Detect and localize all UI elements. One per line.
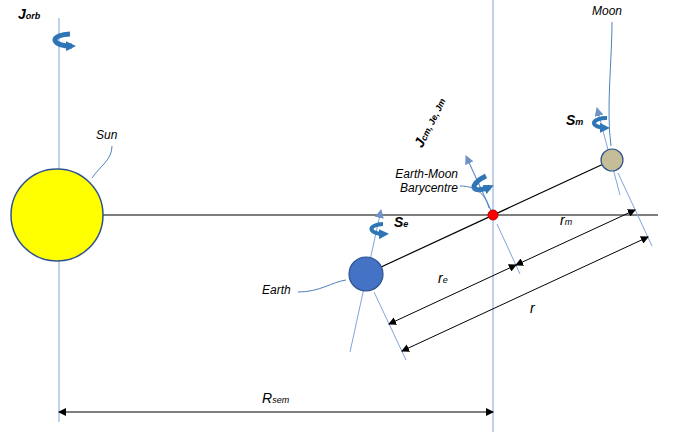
body-label: Sun (96, 128, 117, 142)
orbit-line (100, 214, 658, 215)
rotation-arrow (371, 224, 385, 234)
dimension-line (402, 237, 648, 351)
dimension-label: Rsem (262, 390, 289, 407)
leader-line (609, 22, 612, 146)
body-label: Earth (262, 283, 291, 297)
leader-line (460, 186, 489, 208)
point-label: Earth-Moon Barycentre (386, 167, 458, 196)
leader-line (92, 146, 112, 178)
momentum-symbol: Jcm, Je, Jm (411, 94, 450, 150)
earth-moon-line (366, 160, 612, 274)
spin-symbol: Se (394, 214, 408, 231)
leader-line (298, 280, 346, 292)
spin-symbol: Sm (566, 112, 583, 129)
momentum-symbol: Jorb (18, 6, 40, 23)
extension-line (618, 173, 652, 246)
barycentre (488, 210, 498, 220)
dimension-line (389, 265, 516, 324)
rotation-arrow (594, 118, 607, 128)
body-label: Moon (592, 4, 622, 18)
extension-line (374, 292, 406, 360)
dimension-label: re (438, 270, 448, 287)
rotation-arrow (474, 176, 490, 190)
dimension-label: rm (560, 212, 572, 229)
dimension-line (516, 210, 635, 265)
dimension-line (59, 412, 493, 413)
dimension-label: r (530, 300, 535, 317)
extension-line (497, 224, 520, 274)
rotation-arrow (55, 34, 72, 46)
moon (601, 149, 623, 171)
earth (349, 257, 383, 291)
sun (11, 169, 103, 261)
